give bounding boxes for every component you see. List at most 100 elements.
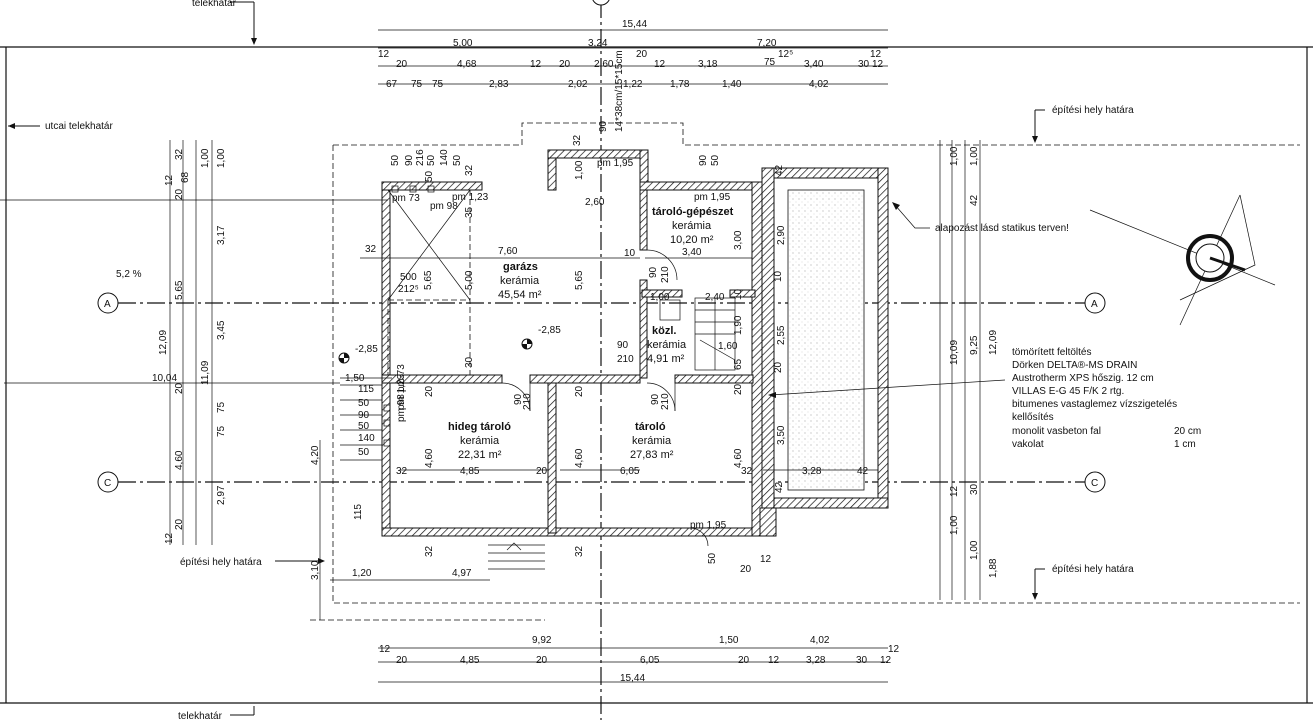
right-dim: 12 [949,485,960,497]
spec-line-6: kellősítés [1012,412,1054,423]
inner-dim: pm 98 [430,201,458,212]
inner-dim: pm 73 [392,193,420,204]
storage-floor: kerámia [632,435,672,447]
hall-floor: kerámia [647,339,687,351]
right-dim: 9,25 [969,335,980,355]
top-dim-total: 15,44 [622,19,647,30]
inner-dim: 2,90 [776,225,787,245]
left-dim: 20 [174,518,185,530]
inner-dim: 2,55 [776,325,787,345]
north-arrow-icon [1089,194,1276,326]
right-dim: 10,09 [949,340,960,365]
inner-dim: 35 [464,206,475,218]
right-dim: 12,09 [988,330,999,355]
inner-dim: 90 [513,393,524,405]
garage-width: 7,60 [498,246,518,257]
inner-dim: 210 [660,393,671,410]
left-dim: 3,17 [216,225,227,245]
inner-dim: 3,00 [733,230,744,250]
inner-dim: pm 1,95 [690,520,727,531]
inner-dim: 32 [365,244,377,255]
foundation-note: alapozást lásd statikus terven! [935,223,1069,234]
grid-axes [97,0,1106,720]
inner-dim: 210 [522,393,533,410]
top-dim: 75 [764,57,776,68]
building-walls [381,149,889,537]
inner-dim: 210 [660,266,671,283]
inner-dim: 140 [358,433,375,444]
right-dim: 1,88 [988,558,999,578]
left-dim: 20 [174,188,185,200]
storage-width: 6,05 [620,466,640,477]
building-zone-top-label: építési hely határa [1052,105,1134,116]
hall-area: 4,91 m² [647,353,685,365]
spec-line-1: tömörített feltöltés [1012,347,1091,358]
mech-width: 3,40 [682,247,702,258]
spec-line-7: monolit vasbeton fal [1012,426,1101,437]
inner-dim: 14*38cm/15*15cm [614,50,625,132]
level-outside: -2,85 [355,344,378,355]
right-dim: 1,00 [949,515,960,535]
inner-dim: 32 [572,134,583,146]
top-dim: 3,18 [698,59,718,70]
left-dim: 32 [174,148,185,160]
building-zone [275,109,1300,621]
garage-door-details [340,185,640,570]
inner-dim: 216 [415,149,426,166]
storage-room-name: tároló [635,421,666,433]
inner-dim: 2,60 [585,197,605,208]
inner-dim: 5,65 [423,270,434,290]
stair-dim: 115 [353,504,364,520]
bottom-dim: 20 [738,655,750,666]
inner-dim: 4,60 [424,448,435,468]
inner-dim: 32 [424,545,435,557]
cold-storage-room-name: hideg tároló [448,421,511,433]
bottom-dim: 4,85 [460,655,480,666]
inner-dim: 1,00 [574,160,585,180]
inner-dim: 90 [404,154,415,166]
bottom-dim: 4,02 [810,635,830,646]
inner-dim: pm 73 [396,364,407,392]
inner-dim: 90 [698,154,709,166]
top-dim: 30 [858,59,870,70]
spec-line-2: Dörken DELTA®-MS DRAIN [1012,360,1137,371]
inner-dim: 90 [617,340,629,351]
left-dim: 5,65 [174,280,185,300]
inner-dim: pm 1,95 [694,192,731,203]
inner-dim: 20 [773,361,784,373]
top-dim: 5,00 [453,38,473,49]
top-dim: 12 [872,59,884,70]
left-dim: 2,97 [216,485,227,505]
top-dim: 3,24 [588,38,608,49]
inner-dim: 115 [358,384,374,395]
top-dim: 2,02 [568,79,588,90]
inner-dim: 50 [710,154,721,166]
spec-value-2: 1 cm [1174,439,1196,450]
inner-dim: 50 [424,170,435,182]
inner-dim: 50 [358,447,370,458]
bottom-dim-total: 15,44 [620,673,645,684]
right-dim: 1,00 [969,540,980,560]
top-dim: 1,78 [670,79,690,90]
top-dim: 12 [378,49,390,60]
garage-floor: kerámia [500,275,540,287]
left-dim: 12,09 [158,330,169,355]
bottom-dim: 12 [880,655,892,666]
inner-dim: 4,97 [452,568,472,579]
plot-boundary-top-label: telekhatár [192,0,237,9]
top-dim: 2,60 [594,59,614,70]
top-dim: 20 [396,59,408,70]
right-dim: 30 [969,483,980,495]
cold-storage-floor: kerámia [460,435,500,447]
text-layer: telekhatár telekhatár utcai telekhatár é… [45,0,1201,720]
top-dim: 12 [530,59,542,70]
inner-dim: 42 [857,466,869,477]
top-dim: 7,20 [757,38,777,49]
mech-area: 10,20 m² [670,234,714,246]
bottom-dim: 20 [536,655,548,666]
slope-label: 5,2 % [116,269,142,280]
bottom-dim: 3,28 [806,655,826,666]
inner-dim: 4,60 [733,448,744,468]
left-dim: 4,20 [310,445,321,465]
